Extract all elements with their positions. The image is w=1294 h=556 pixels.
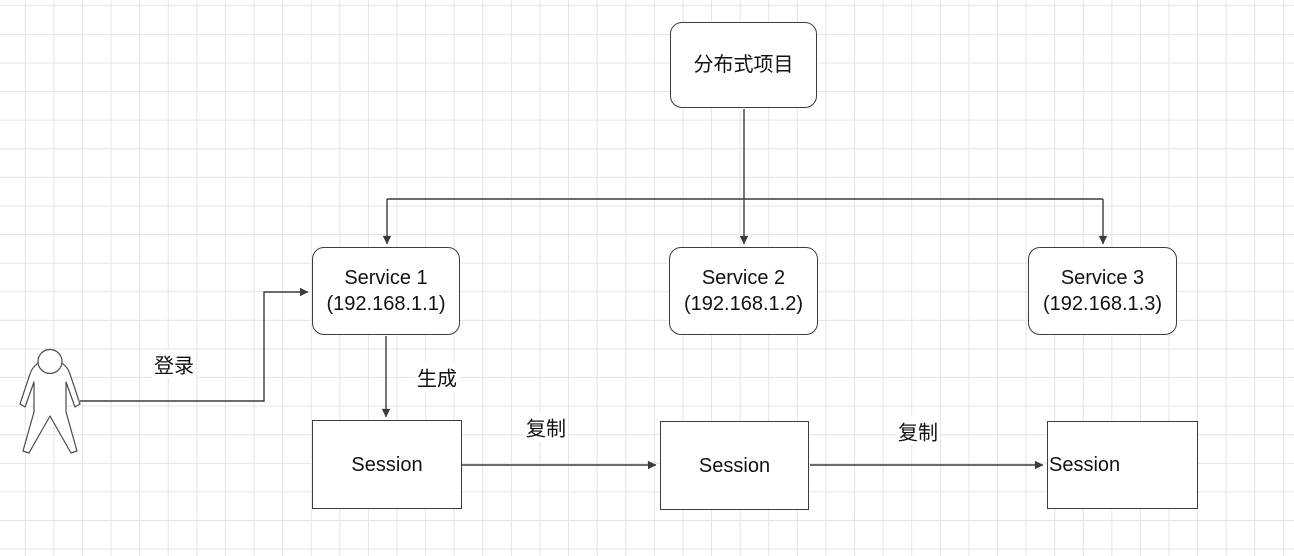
edge-login[interactable] bbox=[80, 287, 309, 402]
node-service3[interactable]: Service 3 (192.168.1.3) bbox=[1028, 247, 1177, 335]
node-session2[interactable]: Session bbox=[660, 421, 809, 510]
edge-label-copy2[interactable]: 复制 bbox=[896, 416, 940, 446]
service-ip: (192.168.1.1) bbox=[326, 293, 446, 315]
edge-label-login[interactable]: 登录 bbox=[152, 349, 196, 379]
service-name: Service 3 bbox=[1060, 267, 1145, 289]
service-ip: (192.168.1.3) bbox=[1043, 293, 1162, 315]
edge-label-generate[interactable]: 生成 bbox=[415, 362, 459, 392]
user-actor[interactable] bbox=[19, 348, 81, 456]
session-label: Session bbox=[1049, 454, 1121, 476]
service-name: Service 1 bbox=[344, 267, 428, 289]
node-distributed-project[interactable]: 分布式项目 bbox=[670, 22, 817, 108]
actor-head bbox=[37, 348, 63, 375]
node-session1[interactable]: Session bbox=[312, 420, 462, 509]
service-name: Service 2 bbox=[701, 267, 786, 289]
session-label: Session bbox=[698, 454, 771, 477]
node-service2[interactable]: Service 2 (192.168.1.2) bbox=[669, 247, 818, 335]
node-session3[interactable]: Session bbox=[1047, 421, 1198, 509]
node-label: 分布式项目 bbox=[693, 54, 794, 76]
node-service1[interactable]: Service 1 (192.168.1.1) bbox=[312, 247, 460, 335]
service-ip: (192.168.1.2) bbox=[684, 293, 803, 315]
session-label: Session bbox=[351, 453, 423, 476]
edge-label-copy1[interactable]: 复制 bbox=[524, 412, 568, 442]
